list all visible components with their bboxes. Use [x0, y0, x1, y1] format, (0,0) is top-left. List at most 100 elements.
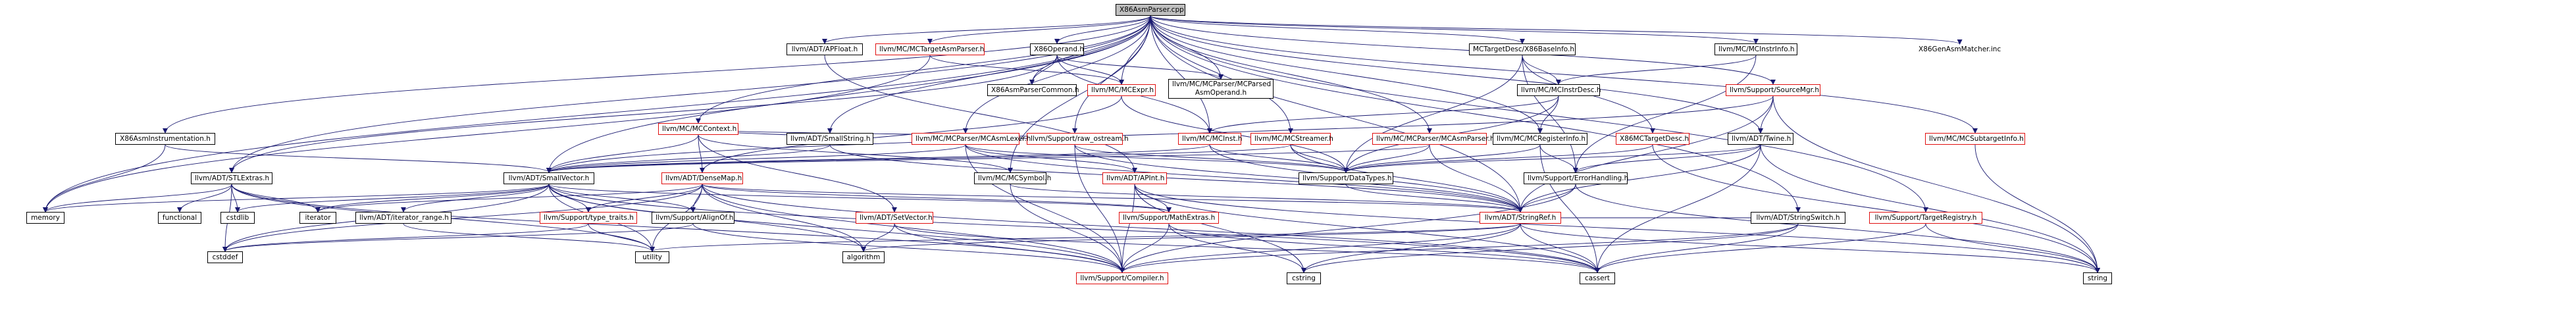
include-edge: [1074, 144, 1125, 273]
node-mcasmparser-h[interactable]: llvm/MC/MCParser/MCAsmParser.h: [1372, 133, 1495, 145]
node-iterator-range-h[interactable]: llvm/ADT/iterator_range.h: [355, 212, 451, 224]
node-apfloat-h[interactable]: llvm/ADT/APFloat.h: [786, 43, 863, 55]
include-edge: [1758, 95, 1774, 134]
include-edge: [698, 134, 1013, 173]
include-edge: [1150, 15, 1928, 213]
node-mcstreamer-h[interactable]: llvm/MC/MCStreamer.h: [1250, 133, 1333, 145]
node-x86genasmmatcher-inc[interactable]: X86GenAsmMatcher.inc: [1919, 45, 2001, 53]
include-edge: [231, 184, 321, 213]
node-raw-ostream-h[interactable]: llvm/Support/raw_ostream.h: [1027, 133, 1129, 145]
include-edge: [1974, 144, 2100, 273]
include-edge: [1074, 144, 1349, 173]
include-edge: [1518, 144, 1761, 213]
include-edge: [698, 134, 897, 213]
node-x86operand-h[interactable]: X86Operand.h: [1030, 43, 1084, 55]
node-x86mctargetdesc-h[interactable]: X86MCTargetDesc.h: [1616, 133, 1689, 145]
node-datatypes-h[interactable]: llvm/Support/DataTypes.h: [1299, 172, 1393, 184]
include-edge: [43, 55, 931, 213]
include-edge: [702, 184, 866, 252]
include-edge: [894, 223, 1600, 273]
include-edge: [1168, 223, 1306, 273]
node-utility[interactable]: utility: [635, 251, 669, 263]
node-cstddef[interactable]: cstddef: [207, 251, 243, 263]
node-iterator[interactable]: iterator: [299, 212, 336, 224]
include-edge: [1120, 184, 1135, 273]
node-mcinstrdesc-h[interactable]: llvm/MC/MCInstrDesc.h: [1517, 84, 1601, 96]
node-mcregisterinfo-h[interactable]: llvm/MC/MCRegisterInfo.h: [1493, 133, 1587, 145]
include-edge: [1054, 15, 1151, 44]
include-edge: [692, 223, 1125, 273]
node-label-line: llvm/MC/MCParser/MCParsed: [1172, 80, 1272, 88]
node-mathextras-h[interactable]: llvm/Support/MathExtras.h: [1119, 212, 1219, 224]
include-edge: [1556, 55, 1757, 85]
node-compiler-h[interactable]: llvm/Support/Compiler.h: [1076, 272, 1168, 284]
node-cstdlib[interactable]: cstdlib: [220, 212, 255, 224]
node-stringswitch-h[interactable]: llvm/ADT/StringSwitch.h: [1751, 212, 1845, 224]
node-x86asmparsercommon-h[interactable]: X86AsmParserCommon.h: [987, 84, 1079, 96]
node-memory[interactable]: memory: [26, 212, 64, 224]
include-edge: [1150, 15, 1525, 44]
node-algorithm[interactable]: algorithm: [842, 251, 885, 263]
include-edge: [1029, 15, 1151, 85]
include-edge: [965, 144, 1349, 173]
include-edge: [222, 223, 694, 252]
include-edge: [650, 223, 1521, 252]
node-mcsubtargetinfo-h[interactable]: llvm/MC/MCSubtargetInfo.h: [1925, 133, 2025, 145]
include-edge: [546, 144, 966, 173]
include-edge: [1120, 184, 1576, 273]
node-string[interactable]: string: [2083, 272, 2112, 284]
include-edge: [1134, 184, 2100, 273]
include-edge: [1134, 184, 1600, 273]
include-edge: [1150, 15, 1763, 134]
node-targetregistry-h[interactable]: llvm/Support/TargetRegistry.h: [1869, 212, 1982, 224]
node-functional[interactable]: functional: [158, 212, 201, 224]
include-edge: [165, 144, 552, 173]
include-edge: [1522, 55, 1578, 173]
include-edge: [1539, 144, 1600, 273]
node-x86asminstrumentation-h[interactable]: X86AsmInstrumentation.h: [115, 133, 215, 145]
include-edge: [861, 223, 1521, 252]
include-edge: [696, 15, 1151, 124]
node-densemap-h[interactable]: llvm/ADT/DenseMap.h: [661, 172, 743, 184]
node-alignof-h[interactable]: llvm/Support/AlignOf.h: [652, 212, 734, 224]
include-edge: [1010, 184, 1523, 213]
node-mcsymbol-h[interactable]: llvm/MC/MCSymbol.h: [974, 172, 1051, 184]
node-cassert[interactable]: cassert: [1580, 272, 1615, 284]
node-sourcemgr-h[interactable]: llvm/Support/SourceMgr.h: [1726, 84, 1820, 96]
include-edge: [586, 184, 703, 213]
node-mcinstrinfo-h[interactable]: llvm/MC/MCInstrInfo.h: [1714, 43, 1797, 55]
node-x86baseinfo-h[interactable]: MCTargetDesc/X86BaseInfo.h: [1469, 43, 1576, 55]
node-x86asmparser-cpp[interactable]: X86AsmParser.cpp: [1116, 4, 1185, 16]
node-apint-h[interactable]: llvm/ADT/APInt.h: [1102, 172, 1167, 184]
include-edge: [698, 134, 705, 173]
include-edge: [1518, 95, 1774, 213]
include-edge: [822, 15, 1151, 44]
include-edge: [546, 15, 1151, 173]
node-errorhandling-h[interactable]: llvm/Support/ErrorHandling.h: [1524, 172, 1628, 184]
include-edge: [1168, 223, 1600, 273]
node-setvector-h[interactable]: llvm/ADT/SetVector.h: [856, 212, 933, 224]
node-mcexpr-h[interactable]: llvm/MC/MCExpr.h: [1087, 84, 1156, 96]
include-edge: [315, 184, 703, 213]
include-edge: [1760, 144, 2100, 273]
node-mcparsedasmoperand-h[interactable]: llvm/MC/MCParser/MCParsed AsmOperand.h: [1168, 79, 1274, 99]
node-cstring[interactable]: cstring: [1287, 272, 1321, 284]
node-mctargetasmparser-h[interactable]: llvm/MC/MCTargetAsmParser.h: [875, 43, 985, 55]
node-smallstring-h[interactable]: llvm/ADT/SmallString.h: [786, 133, 873, 145]
include-edge: [927, 15, 1151, 44]
node-stlextras-h[interactable]: llvm/ADT/STLExtras.h: [191, 172, 272, 184]
node-stringref-h[interactable]: llvm/ADT/StringRef.h: [1480, 212, 1561, 224]
include-edge: [229, 55, 1058, 173]
include-edge: [1074, 144, 1523, 213]
node-mccontext-h[interactable]: llvm/MC/MCContext.h: [658, 123, 738, 135]
include-edge: [588, 223, 655, 252]
node-mcinst-h[interactable]: llvm/MC/MCInst.h: [1178, 133, 1242, 145]
node-smallvector-h[interactable]: llvm/ADT/SmallVector.h: [503, 172, 594, 184]
include-edge: [1150, 15, 1776, 85]
include-edge: [965, 144, 1125, 273]
node-type-traits-h[interactable]: llvm/Support/type_traits.h: [540, 212, 637, 224]
include-edge: [1772, 95, 2100, 273]
node-twine-h[interactable]: llvm/ADT/Twine.h: [1728, 133, 1793, 145]
node-mcasmlexer-h[interactable]: llvm/MC/MCParser/MCAsmLexer.h: [912, 133, 1031, 145]
include-edge: [1537, 95, 1559, 134]
